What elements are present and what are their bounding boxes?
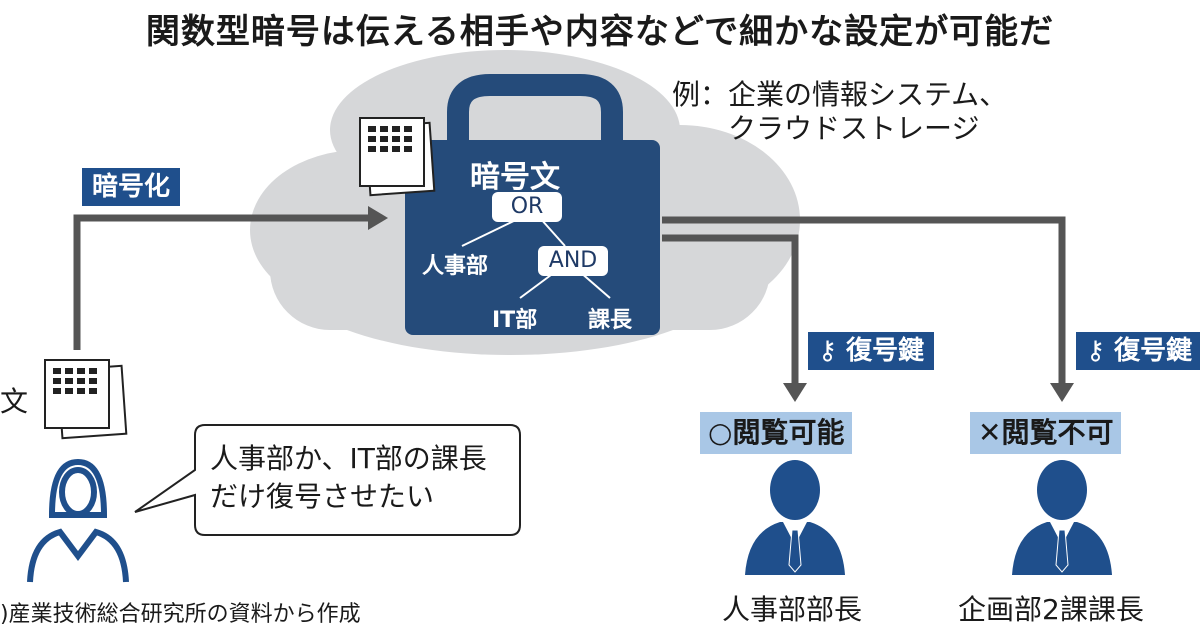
it-node: IT部 xyxy=(492,308,538,333)
encrypt-arrowhead xyxy=(368,206,388,230)
policy-tree-lines xyxy=(461,217,611,299)
or-node: OR xyxy=(492,192,562,222)
result-ng-box: ✕閲覧不可 xyxy=(970,412,1122,454)
circle-icon: ○ xyxy=(708,416,733,449)
source-note: )産業技術総合研究所の資料から作成 xyxy=(0,602,361,627)
speech-bubble xyxy=(134,424,521,536)
result-ok-text: 閲覧可能 xyxy=(732,416,845,449)
man-avatar-ok xyxy=(745,460,845,575)
man-avatar-ng xyxy=(1012,460,1112,575)
key-label-ok: ⚷ 復号鍵 xyxy=(808,332,935,370)
figure-title: 関数型暗号は伝える相手や内容などで細かな設定が可能だ xyxy=(145,12,1055,52)
kacho-node: 課長 xyxy=(588,308,633,333)
key-icon: ⚷ xyxy=(1086,336,1115,366)
decrypt-arrow-ok xyxy=(662,234,799,385)
document-icon-top xyxy=(359,117,436,197)
example-line-1: 例：企業の情報システム、 xyxy=(672,78,1008,111)
lock-shackle xyxy=(447,74,623,145)
speech-line-1: 人事部か、IT部の課長 xyxy=(210,442,487,475)
document-icon-bottom xyxy=(44,359,128,440)
and-node: AND xyxy=(538,246,608,276)
decrypt-arrowhead-ng xyxy=(1050,383,1074,402)
decrypt-arrow-ng xyxy=(662,216,1066,385)
speech-line-2: だけ復号させたい xyxy=(210,480,435,513)
key-label-text-ok: 復号鍵 xyxy=(846,336,925,366)
person-ng-label: 企画部2課課長 xyxy=(958,593,1144,626)
example-line-2: クラウドストレージ xyxy=(728,112,980,145)
result-ng-text: 閲覧不可 xyxy=(1001,416,1114,449)
plaintext-label: 文 xyxy=(0,385,29,418)
woman-avatar xyxy=(27,458,129,583)
key-label-text-ng: 復号鍵 xyxy=(1114,336,1193,366)
cross-icon: ✕ xyxy=(978,416,1002,449)
ciphertext-title: 暗号文 xyxy=(470,160,560,195)
key-icon: ⚷ xyxy=(818,336,847,366)
encrypt-label: 暗号化 xyxy=(82,168,181,206)
person-ok-label: 人事部部長 xyxy=(722,593,863,626)
encrypt-arrow xyxy=(73,214,370,350)
key-label-ng: ⚷ 復号鍵 xyxy=(1076,332,1200,370)
hr-node: 人事部 xyxy=(422,254,489,279)
decrypt-arrowhead-ok xyxy=(783,383,807,402)
result-ok-box: ○閲覧可能 xyxy=(700,412,853,454)
